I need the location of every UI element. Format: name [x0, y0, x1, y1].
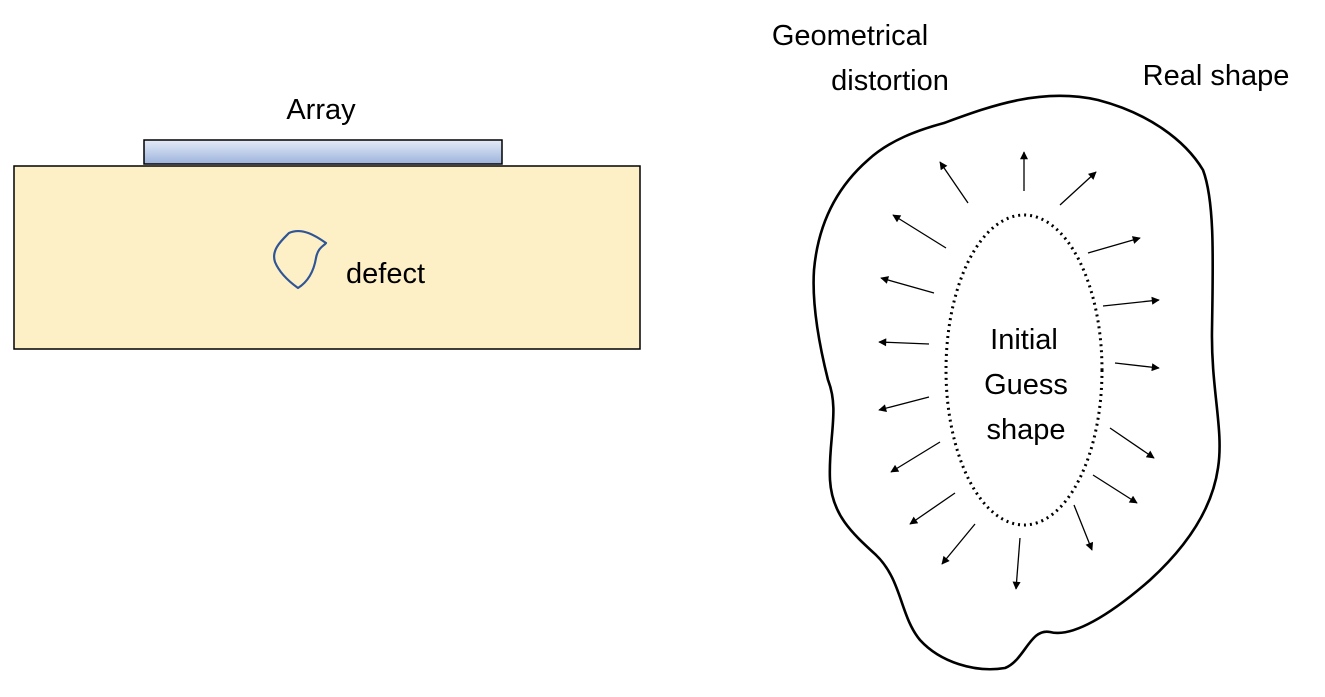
distortion-arrow [1102, 296, 1160, 307]
distortion-label-line1: Geometrical [772, 20, 928, 52]
distortion-arrow [880, 276, 935, 294]
distortion-arrow [939, 161, 969, 204]
left-panel: Array defect [13, 94, 641, 350]
distortion-arrow [1087, 236, 1141, 254]
distortion-arrow [1092, 474, 1138, 504]
distortion-arrow [909, 492, 956, 525]
distortion-arrow [1109, 427, 1155, 459]
array-label: Array [286, 94, 356, 126]
initial-guess-line3: shape [986, 414, 1065, 446]
distortion-arrows [878, 151, 1160, 590]
initial-guess-line2: Guess [984, 369, 1068, 401]
specimen-block [13, 165, 641, 350]
distortion-arrow [941, 523, 976, 565]
defect-shape [273, 229, 328, 290]
right-panel: Geometrical distortion Real shape Initia… [772, 20, 1290, 671]
distortion-arrow [1114, 362, 1160, 372]
distortion-arrow [892, 214, 947, 249]
distortion-arrow [1073, 504, 1094, 551]
distortion-arrow [878, 338, 930, 347]
initial-guess-ellipse [944, 213, 1104, 527]
real-shape-outline [812, 94, 1221, 671]
distortion-arrow [890, 441, 941, 473]
defect-label: defect [346, 258, 425, 290]
array-probe [143, 139, 503, 165]
distortion-arrow [1012, 537, 1021, 590]
distortion-arrow [1059, 171, 1097, 206]
initial-guess-line1: Initial [990, 324, 1058, 356]
distortion-label-line2: distortion [831, 65, 949, 97]
distortion-arrow [878, 396, 930, 413]
real-shape-label: Real shape [1143, 60, 1290, 92]
